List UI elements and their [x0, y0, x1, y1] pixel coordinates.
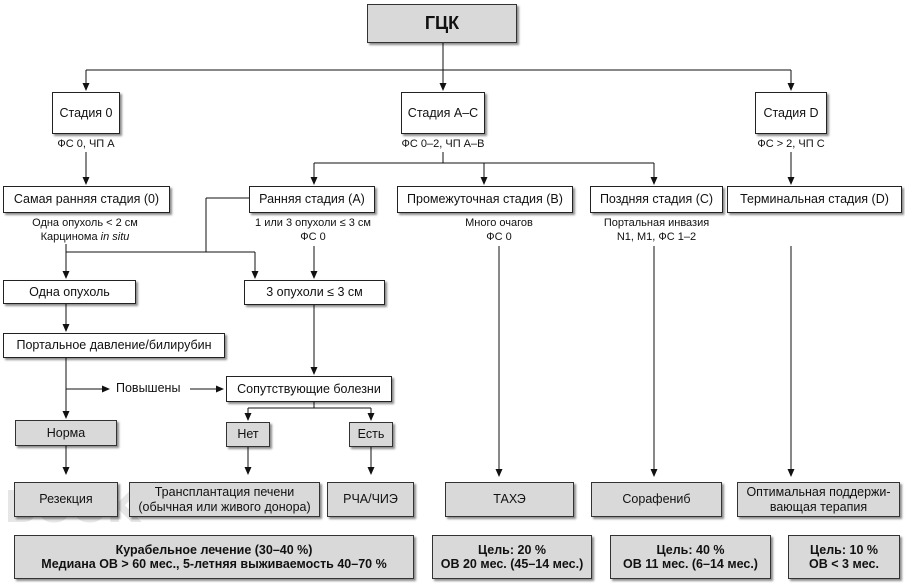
intermediate-stage-box: Промежуточная стадия (B): [397, 186, 573, 213]
intermediate-note-line2: ФС 0: [486, 230, 512, 243]
early-note-line1: 1 или 3 опухоли ≤ 3 см: [255, 217, 371, 229]
very-early-note-italic: in situ: [100, 230, 130, 243]
very-early-note-prefix: Карцинома: [40, 230, 101, 243]
single-tumor-box: Одна опухоль: [3, 280, 136, 304]
very-early-stage-note: Одна опухоль < 2 см Карцинома in situ: [10, 217, 160, 245]
root-node: ГЦК: [367, 4, 517, 43]
terminal-outcome-line1: Цель: 10 %: [810, 542, 878, 557]
comorbidities-box: Сопутствующие болезни: [226, 376, 392, 402]
portal-pressure-box: Портальное давление/билирубин: [3, 333, 225, 358]
intermediate-note-line1: Много очагов: [465, 217, 533, 229]
terminal-stage-box: Терминальная стадия (D): [727, 186, 902, 213]
transplant-line2: (обычная или живого донора): [138, 499, 311, 514]
advanced-stage-note: Портальная инвазия N1, M1, ФС 1–2: [590, 217, 723, 245]
advanced-stage-box: Поздняя стадия (C): [590, 186, 723, 213]
yes-box: Есть: [349, 422, 393, 447]
stage-0-box: Стадия 0: [52, 92, 120, 134]
supportive-care-box: Оптимальная поддержи- вающая терапия: [737, 482, 900, 517]
rfa-box: РЧА/ЧИЭ: [327, 482, 414, 517]
terminal-outcome-line2: ОВ < 3 мес.: [809, 557, 879, 571]
tace-box: ТАХЭ: [445, 482, 574, 517]
resection-box: Резекция: [14, 482, 118, 517]
stage-ac-note: ФС 0–2, ЧП A–B: [401, 138, 485, 150]
intermediate-stage-note: Много очагов ФС 0: [440, 217, 558, 245]
very-early-stage-box: Самая ранняя стадия (0): [3, 186, 170, 213]
norm-box: Норма: [15, 420, 117, 446]
early-stage-box: Ранняя стадия (A): [249, 186, 375, 213]
increased-label: Повышены: [116, 381, 181, 395]
stage-ac-box: Стадия A–C: [401, 92, 485, 134]
advanced-note-line2: N1, M1, ФС 1–2: [616, 230, 697, 243]
transplant-box: Трансплантация печени (обычная или живог…: [129, 482, 320, 517]
sorafenib-outcome-box: Цель: 40 % ОВ 11 мес. (6–14 мес.): [610, 535, 771, 579]
supportive-line2: вающая терапия: [769, 499, 868, 514]
very-early-note-line2: Карцинома in situ: [10, 231, 160, 245]
curative-line1: Курабельное лечение (30–40 %): [115, 542, 313, 557]
sorafenib-outcome-line2: ОВ 11 мес. (6–14 мес.): [623, 557, 758, 571]
three-tumors-box: 3 опухоли ≤ 3 см: [244, 280, 385, 305]
stage-d-box: Стадия D: [755, 92, 827, 134]
transplant-line1: Трансплантация печени: [154, 485, 295, 500]
tace-outcome-line1: Цель: 20 %: [478, 542, 546, 557]
tace-outcome-line2: ОВ 20 мес. (45–14 мес.): [440, 557, 584, 571]
stage-0-note: ФС 0, ЧП A: [57, 138, 115, 150]
tace-outcome-box: Цель: 20 % ОВ 20 мес. (45–14 мес.): [432, 535, 592, 579]
supportive-line1: Оптимальная поддержи-: [746, 485, 891, 500]
sorafenib-box: Сорафениб: [591, 482, 722, 517]
curative-line2: Медиана ОВ > 60 мес., 5-летняя выживаемо…: [41, 557, 387, 571]
early-note-line2: ФС 0: [300, 230, 326, 243]
stage-d-note: ФС > 2, ЧП C: [757, 138, 825, 150]
no-box: Нет: [226, 422, 270, 447]
terminal-outcome-box: Цель: 10 % ОВ < 3 мес.: [788, 535, 900, 579]
sorafenib-outcome-line1: Цель: 40 %: [656, 542, 725, 557]
advanced-note-line1: Портальная инвазия: [603, 217, 710, 229]
very-early-note-line1: Одна опухоль < 2 см: [32, 217, 138, 229]
curative-outcome-box: Курабельное лечение (30–40 %) Медиана ОВ…: [14, 535, 414, 579]
early-stage-note: 1 или 3 опухоли ≤ 3 см ФС 0: [240, 217, 386, 245]
